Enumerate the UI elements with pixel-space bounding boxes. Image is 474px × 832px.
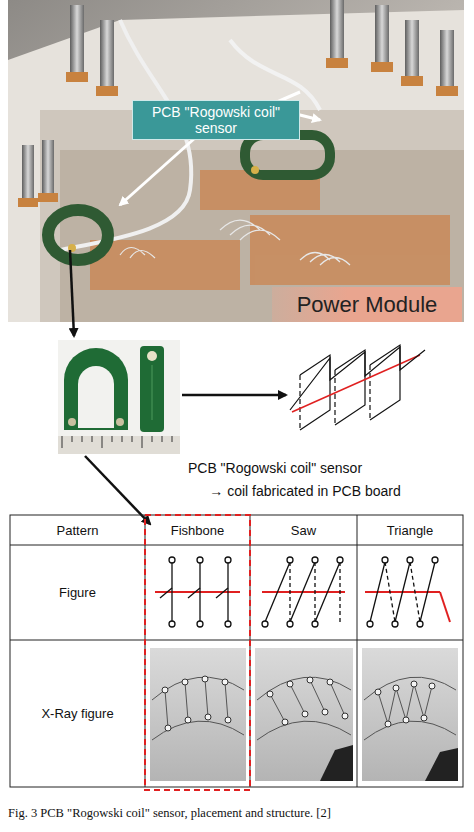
- module-tag: Power Module: [272, 287, 462, 322]
- pointer-arrow: [85, 456, 150, 524]
- sensor-note: → coil fabricated in PCB board: [160, 481, 450, 501]
- saw-pattern: [262, 557, 345, 627]
- node-text: PCB "Rogowski coil" sensor: [139, 104, 293, 136]
- pointer-arrow: [70, 250, 74, 336]
- node-text: Power Module: [297, 292, 438, 318]
- triangle-pattern: [365, 557, 450, 627]
- row-header: X-Ray figure: [10, 640, 145, 787]
- coil-sketch: [290, 345, 425, 430]
- fishbone-pattern: [155, 557, 240, 627]
- table-header: Saw: [250, 515, 357, 545]
- module-photo: [8, 0, 464, 322]
- table-header: Triangle: [357, 515, 463, 545]
- table-header: Fishbone: [145, 515, 250, 545]
- row-header: Figure: [10, 545, 145, 640]
- pointer-arrow: [182, 394, 286, 397]
- highlight-frame: [145, 515, 250, 790]
- figure-caption: Fig. 3 PCB "Rogowski coil" sensor, place…: [8, 806, 468, 821]
- xray-images: [150, 648, 458, 781]
- pattern-table: [10, 515, 463, 787]
- sensor-label: PCB "Rogowski coil" sensor: [140, 458, 410, 478]
- table-header: Pattern: [10, 515, 145, 545]
- pcb-photo: [58, 340, 180, 454]
- sensor-tag: PCB "Rogowski coil" sensor: [132, 100, 300, 140]
